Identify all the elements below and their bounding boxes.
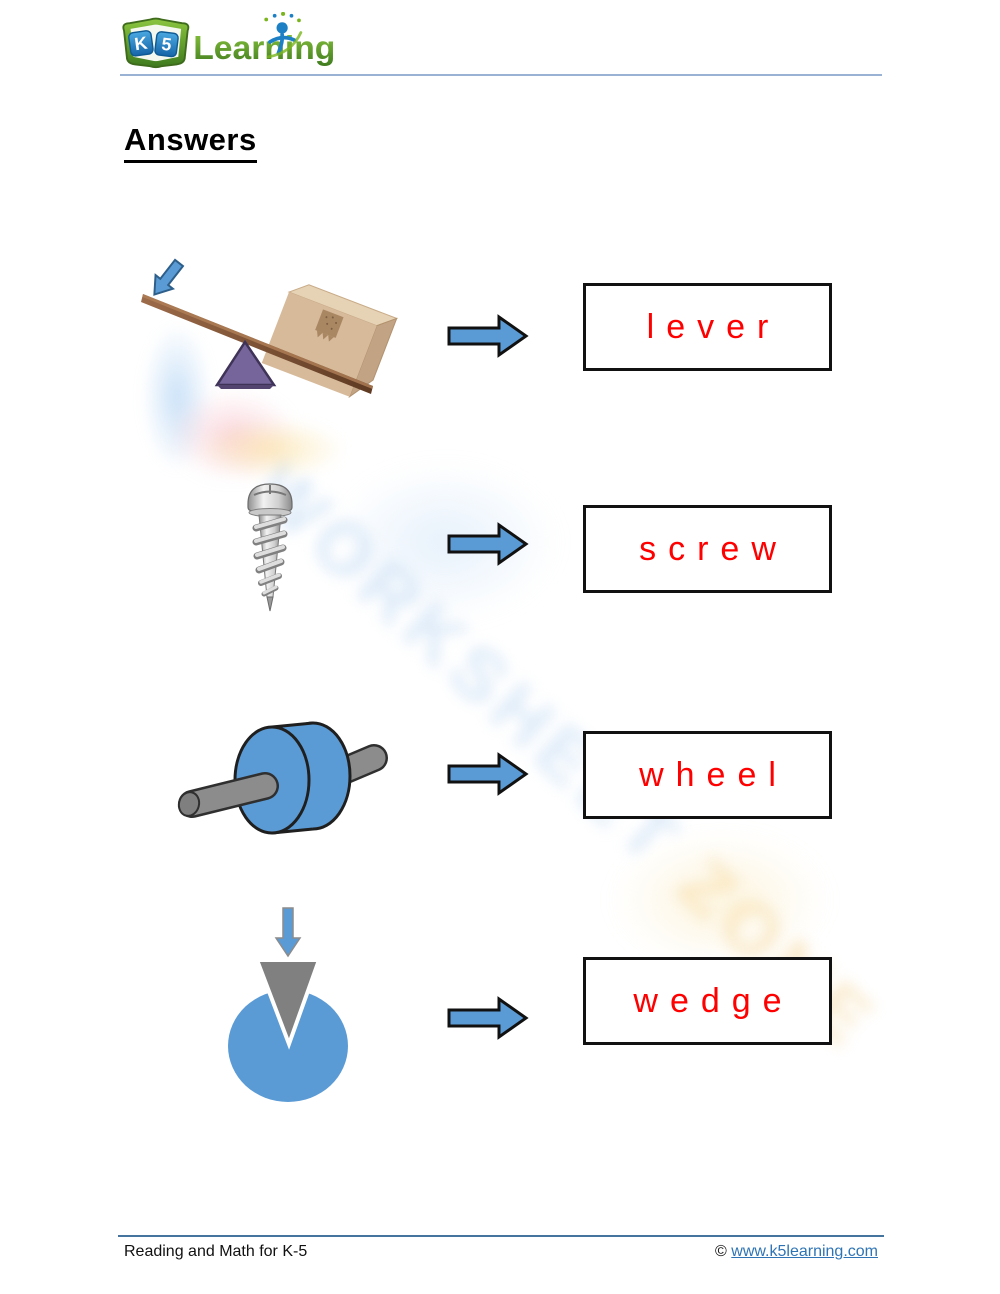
- k5learning-link[interactable]: www.k5learning.com: [731, 1243, 878, 1260]
- answer-text: lever: [646, 307, 781, 346]
- block-arrow-right-icon: [447, 522, 529, 566]
- answer-text: wedge: [633, 981, 794, 1020]
- header-divider: [120, 74, 882, 76]
- answer-box-wheel: wheel: [583, 731, 832, 819]
- copyright-symbol: ©: [715, 1243, 732, 1260]
- person-icon: [264, 12, 303, 59]
- answer-box-screw: screw: [583, 505, 832, 593]
- wedge-blade: [254, 958, 322, 1050]
- screw-tip: [266, 596, 274, 612]
- svg-text:5: 5: [160, 34, 172, 55]
- screw-threads: [252, 516, 288, 597]
- screw-head: [247, 483, 293, 512]
- footer-credit: © www.k5learning.com: [715, 1243, 878, 1261]
- wedge-illustration: [228, 907, 348, 1102]
- watermark-smudge: [610, 830, 830, 970]
- svg-text:K: K: [133, 33, 149, 55]
- footer-tagline: Reading and Math for K-5: [124, 1243, 308, 1260]
- answer-text: screw: [639, 529, 788, 568]
- block-arrow-down-icon: [274, 907, 302, 958]
- footer-divider: [118, 1235, 884, 1237]
- watermark-smudge: [196, 418, 346, 480]
- wheel-illustration: [177, 721, 388, 835]
- block-arrow-right-icon: [447, 752, 529, 796]
- book-icon: K 5: [122, 17, 190, 69]
- block-arrow-right-icon: [447, 314, 529, 358]
- answer-box-lever: lever: [583, 283, 832, 371]
- answer-box-wedge: wedge: [583, 957, 832, 1045]
- logo-wordmark: Learning: [193, 30, 335, 67]
- page-title: Answers: [124, 122, 257, 163]
- answer-text: wheel: [639, 755, 788, 794]
- block-arrow-right-icon: [447, 996, 529, 1040]
- box-load: [261, 284, 399, 399]
- block-arrow-down-left-icon: [153, 258, 185, 296]
- k5-learning-logo: K 5 Learning: [122, 12, 335, 69]
- lever-illustration: [141, 258, 399, 399]
- screw-illustration: [247, 483, 293, 612]
